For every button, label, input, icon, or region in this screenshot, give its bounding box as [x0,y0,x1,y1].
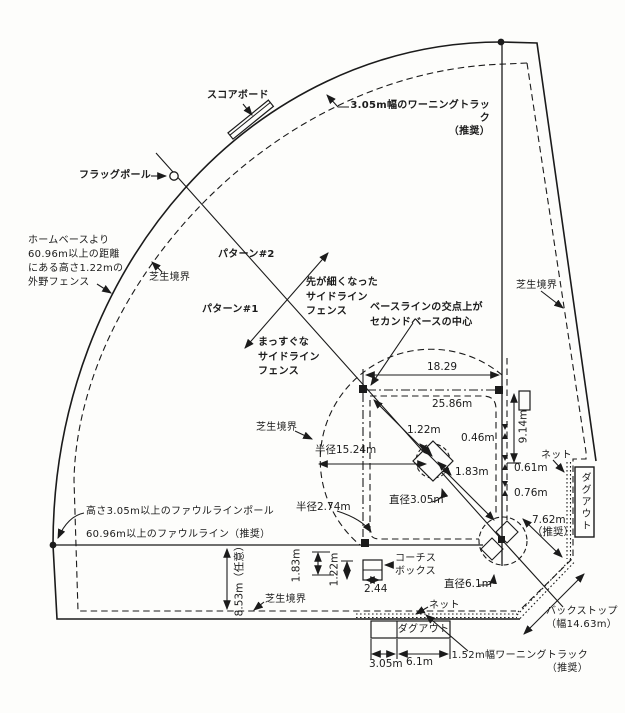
scoreboard-shape [227,99,275,140]
diameter-3-05-label: 直径3.05m [389,494,444,506]
dim-0-61-label: 0.61m [514,462,548,474]
backstop-dim-arrow [523,573,585,635]
third-base [361,539,369,547]
dim-1-83-mound-label: 1.83m [455,466,489,478]
second-base [359,385,367,393]
dim-6-1-dugout-label: 6.1m [406,656,433,668]
straight-fence-label: まっすぐな サイドライン フェンス [258,337,320,377]
grass-boundary-upper-left-label: 芝生境界 [149,272,191,283]
batter-box-right [495,520,519,544]
first-base [495,386,503,394]
dim-2-44-label: 2.44 [364,583,388,595]
dimension-arrows [223,252,585,659]
tapered-fence-label: 先が細くなった サイドライン フェンス [306,277,379,317]
dim-0-46-label: 0.46m [461,432,495,444]
coach-box-label: コーチス ボックス [395,553,437,577]
coach-box-shape-right [518,390,531,411]
dugout-right-label: ダグアウト [579,472,590,532]
warning-track-top-label: 3.05m幅のワーニングトラック （推奨） [350,100,490,137]
grass-boundary-right-label: 芝生境界 [516,280,558,291]
backstop-label: バックストップ （幅14.63m） [546,606,618,630]
foul-pole-top [497,38,505,46]
foul-pole-label: 高さ3.05m以上のファウルラインポール [86,506,275,517]
pattern2-label: パターン#2 [218,249,275,260]
dim-3-05-dugout-label: 3.05m [369,658,403,670]
net-right-label: ネット [541,450,572,461]
dim-1-22-foul-label: 1.22m [328,552,341,587]
batter-box-left [480,537,504,561]
pattern1-label: パターン#1 [202,304,259,315]
outfield-fence-line [52,41,597,620]
baseline-note-label: ベースラインの交点上が セカンドベースの中心 [370,302,483,328]
dugout-box-bottom [370,620,451,639]
flag-pole-shape [169,171,179,181]
diameter-6-1-label: 直径6.1m [444,578,492,590]
foul-lines [53,42,503,566]
dim-0-76-label: 0.76m [514,487,548,499]
flag-pole-label: フラッグポール [79,170,152,181]
dim-7-62-label: 7.62m （推奨） [532,514,574,538]
outfield-fence-label: ホームベースより 60.96m以上の距離 にある高さ1.22mの 外野フェンス [28,235,124,288]
warning-track-bottom-label: 1.52m幅ワーニングトラック （推奨） [451,650,588,674]
grass-boundary-bottom-label: 芝生境界 [265,594,307,605]
dim-1-83-foul-label: 1.83m [290,548,303,583]
dim-1-22-label: 1.22m [407,424,441,436]
grass-circle-15m [319,348,503,546]
dim-25-86-label: 25.86m [432,398,473,410]
foul-line-label: 60.96m以上のファウルライン（推奨） [86,529,271,540]
scoreboard-arrow [242,103,253,116]
radius-15-24-label: 半径15.24m [315,444,377,456]
gap-markers [502,424,508,496]
dim-9-14-label: 9.14m [517,409,530,444]
dim-18-29-label: 18.29 [427,361,458,373]
grass-boundary-mid-left-label: 芝生境界 [256,422,298,433]
pattern-arrow [244,252,329,349]
baseline-note-arrow [370,322,414,386]
net-bottom-label: ネット [429,600,460,611]
dugout-box-right [574,466,595,538]
scoreboard-label: スコアボード [207,90,269,101]
dim-8-53-label: 8.53m（任意） [233,540,246,617]
foul-pole-left [49,541,57,549]
radius-2-74-label: 半径2.74m [296,501,351,513]
home-plate [498,536,505,543]
net-lines [356,462,575,619]
dugout-bottom-label: ダグアウト [397,624,450,635]
leader-arrows [57,94,565,652]
